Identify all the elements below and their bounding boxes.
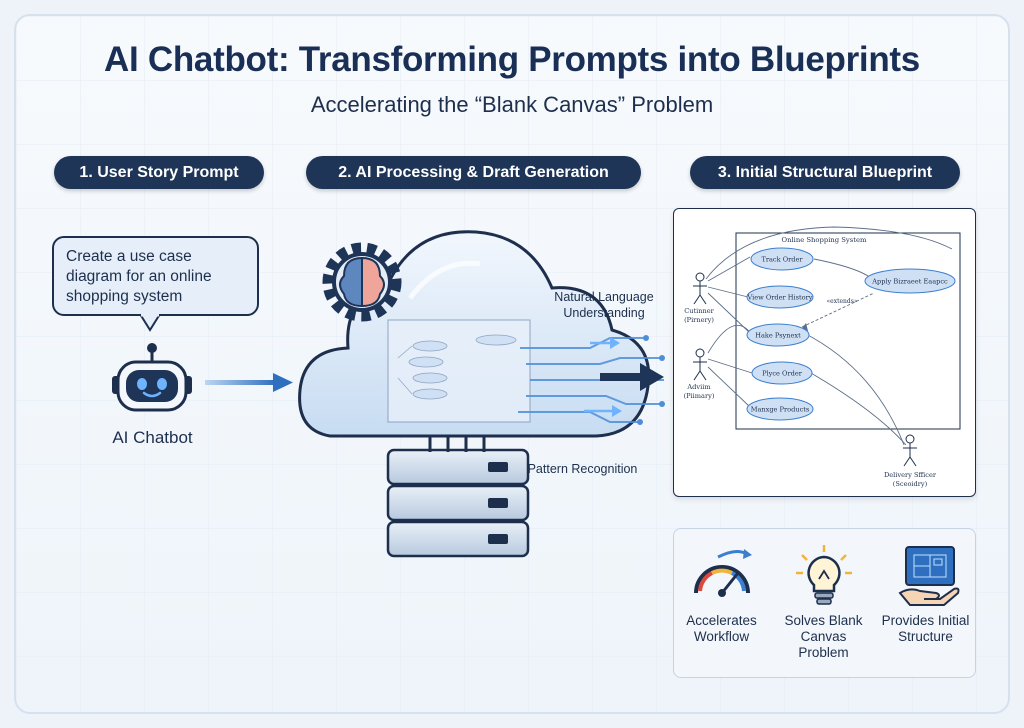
pattern-recognition-label: Pattern Recognition — [527, 462, 638, 476]
prompt-text: Create a use case diagram for an online … — [66, 248, 212, 305]
relation-label: «extends» — [826, 298, 857, 305]
actor-figure-icon — [903, 434, 917, 467]
benefit-accelerates-workflow: Accelerates Workflow — [686, 613, 757, 644]
step-1-pill: 1. User Story Prompt — [54, 156, 264, 189]
actor-name: Delivery Sfficer — [884, 471, 937, 479]
speedometer-icon — [694, 549, 752, 597]
use-case-make-payment — [746, 323, 810, 347]
data-stream-lines — [518, 337, 664, 423]
use-case-place-order — [751, 361, 813, 385]
actor-role: (Sceoidry) — [893, 480, 928, 488]
use-case-label: Track Order — [761, 256, 803, 264]
use-case-label: Hake Psynext — [755, 332, 801, 340]
use-case-label: View Order History — [746, 294, 812, 302]
use-case-label: Apply Bizraeet Eaapcc — [871, 278, 948, 286]
actor-role: (Piimary) — [684, 392, 715, 400]
system-title: Online Shopping System — [782, 236, 867, 244]
use-case-manage-products — [746, 397, 814, 421]
benefit-provides-structure: Provides Initial Structure — [881, 613, 970, 644]
actor-figure-icon — [693, 348, 707, 381]
speech-bubble-tail — [139, 314, 161, 332]
page-title: AI Chatbot: Transforming Prompts into Bl… — [104, 40, 920, 79]
actor-name: Adviim — [686, 383, 711, 391]
use-case-blueprint-panel: Online Shopping System Track Order View … — [673, 208, 976, 497]
use-case-apply-discount — [864, 268, 956, 294]
robot-icon — [112, 343, 192, 412]
use-case-view-order-history — [746, 285, 814, 309]
blueprint-hand-icon — [898, 546, 960, 606]
chatbot-label: AI Chatbot — [112, 428, 193, 447]
arrow-to-blueprint — [584, 337, 664, 417]
use-case-label: Manxge Products — [751, 406, 810, 414]
mini-diagram-preview — [387, 319, 531, 423]
actor-figure-icon — [693, 272, 707, 305]
use-case-track-order — [750, 247, 814, 271]
use-case-label: Plyce Order — [762, 370, 803, 378]
lightbulb-icon — [796, 545, 852, 605]
arrow-to-processing — [205, 373, 293, 392]
nlu-label: Natural Language Understanding — [554, 290, 654, 320]
step-3-pill: 3. Initial Structural Blueprint — [690, 156, 960, 189]
actor-name: Cutinner — [684, 307, 714, 315]
prompt-speech-bubble: Create a use case diagram for an online … — [52, 236, 259, 316]
page-subtitle: Accelerating the “Blank Canvas” Problem — [310, 92, 714, 117]
server-stack-icon — [386, 423, 530, 558]
use-case-diagram: Online Shopping System Track Order View … — [684, 226, 961, 488]
ai-cloud-processing-graphic — [298, 230, 665, 558]
gear-brain-icon — [322, 242, 402, 322]
benefit-solves-blank-canvas: Solves Blank Canvas Problem — [784, 613, 863, 660]
benefits-panel: Accelerates Workflow Solves Blank Canvas… — [673, 528, 976, 678]
actor-role: (Pirnery) — [684, 316, 714, 324]
step-2-pill: 2. AI Processing & Draft Generation — [306, 156, 641, 189]
